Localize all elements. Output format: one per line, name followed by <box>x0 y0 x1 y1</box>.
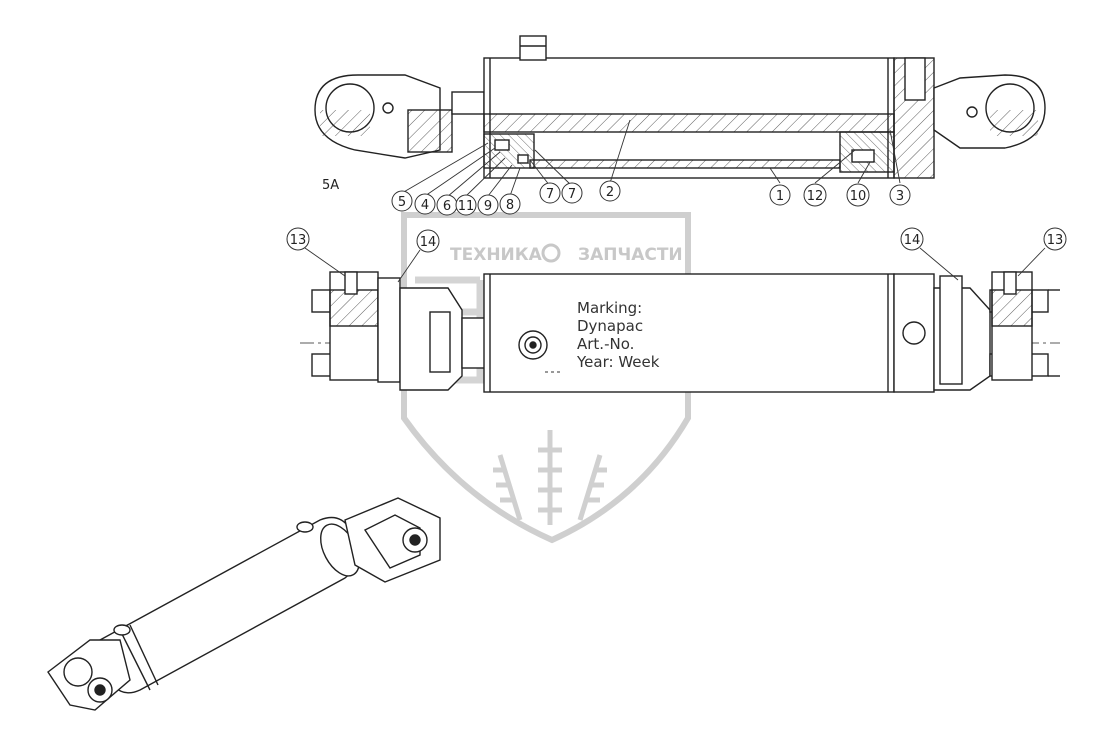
callout-7a: 7 <box>539 182 561 204</box>
svg-text:12: 12 <box>807 189 824 204</box>
iso-port <box>296 521 314 533</box>
side-view <box>300 271 1060 393</box>
callout-14-right: 14 <box>900 227 924 251</box>
callout-2: 2 <box>599 180 621 202</box>
marking-line-1: Marking: <box>577 299 642 317</box>
side-barrel <box>483 273 895 393</box>
callout-14-left: 14 <box>416 229 440 253</box>
svg-text:13: 13 <box>1047 233 1064 248</box>
section-leaders <box>401 119 901 198</box>
callout-13-right: 13 <box>1043 227 1067 251</box>
isometric-view <box>47 497 441 711</box>
barrel-hatch-band <box>483 113 895 133</box>
side-callouts: 13 14 14 13 <box>286 227 1067 253</box>
svg-text:9: 9 <box>484 199 492 214</box>
svg-text:3: 3 <box>896 189 904 204</box>
right-eye-hatch <box>990 110 1038 136</box>
section-view <box>314 35 1046 179</box>
callout-13-left: 13 <box>286 227 310 251</box>
watermark-gear-icon <box>541 243 561 263</box>
callout-8: 8 <box>499 193 521 215</box>
callout-4: 4 <box>414 193 436 215</box>
watermark-left-text: ТЕХНИКА <box>450 245 543 265</box>
svg-text:13: 13 <box>290 233 307 248</box>
svg-text:8: 8 <box>506 198 514 213</box>
callout-10: 10 <box>846 183 870 207</box>
watermark-shield <box>401 212 691 544</box>
callout-11: 11 <box>455 194 477 216</box>
svg-text:7: 7 <box>568 187 576 202</box>
svg-text:6: 6 <box>443 199 451 214</box>
left-eye-hatch <box>320 110 370 136</box>
right-eye-pin <box>966 106 978 118</box>
marking-line-4: Year: Week <box>576 353 660 371</box>
svg-text:11: 11 <box>458 199 475 214</box>
marking-line-3: Art.-No. <box>577 335 634 353</box>
left-rod <box>461 317 487 369</box>
svg-text:2: 2 <box>606 185 614 200</box>
callout-7b: 7 <box>561 182 583 204</box>
watermark-right-text: ЗАПЧАСТИ <box>578 245 683 265</box>
callout-3: 3 <box>889 184 911 206</box>
svg-text:4: 4 <box>421 198 429 213</box>
watermark: ТЕХНИКА ЗАПЧАСТИ <box>401 212 719 544</box>
svg-text:14: 14 <box>420 235 437 250</box>
svg-text:7: 7 <box>546 187 554 202</box>
svg-text:10: 10 <box>850 189 867 204</box>
left-eye-pin <box>382 102 394 114</box>
callout-1: 1 <box>769 184 791 206</box>
left-end-hatch <box>407 109 453 153</box>
right-collar-hole <box>902 321 926 345</box>
barrel-lower-band <box>529 159 841 169</box>
top-port <box>519 35 547 61</box>
marking-block: Marking: Dynapac Art.-No. Year: Week <box>545 299 660 373</box>
svg-text:1: 1 <box>776 189 784 204</box>
callout-12: 12 <box>803 183 827 207</box>
marking-line-2: Dynapac <box>577 317 643 335</box>
callout-6: 6 <box>436 194 458 216</box>
callout-5: 5 <box>391 190 413 212</box>
side-leaders <box>304 247 1046 283</box>
svg-text:14: 14 <box>904 233 921 248</box>
watermark-wheat-icon <box>493 430 607 525</box>
right-collar <box>893 273 935 393</box>
view-label: 5A <box>322 178 339 193</box>
piston-rod <box>451 91 485 115</box>
callout-9: 9 <box>477 194 499 216</box>
svg-text:5: 5 <box>398 195 406 210</box>
section-callouts: 5 4 6 11 9 8 7 7 2 1 12 10 3 <box>391 180 911 216</box>
